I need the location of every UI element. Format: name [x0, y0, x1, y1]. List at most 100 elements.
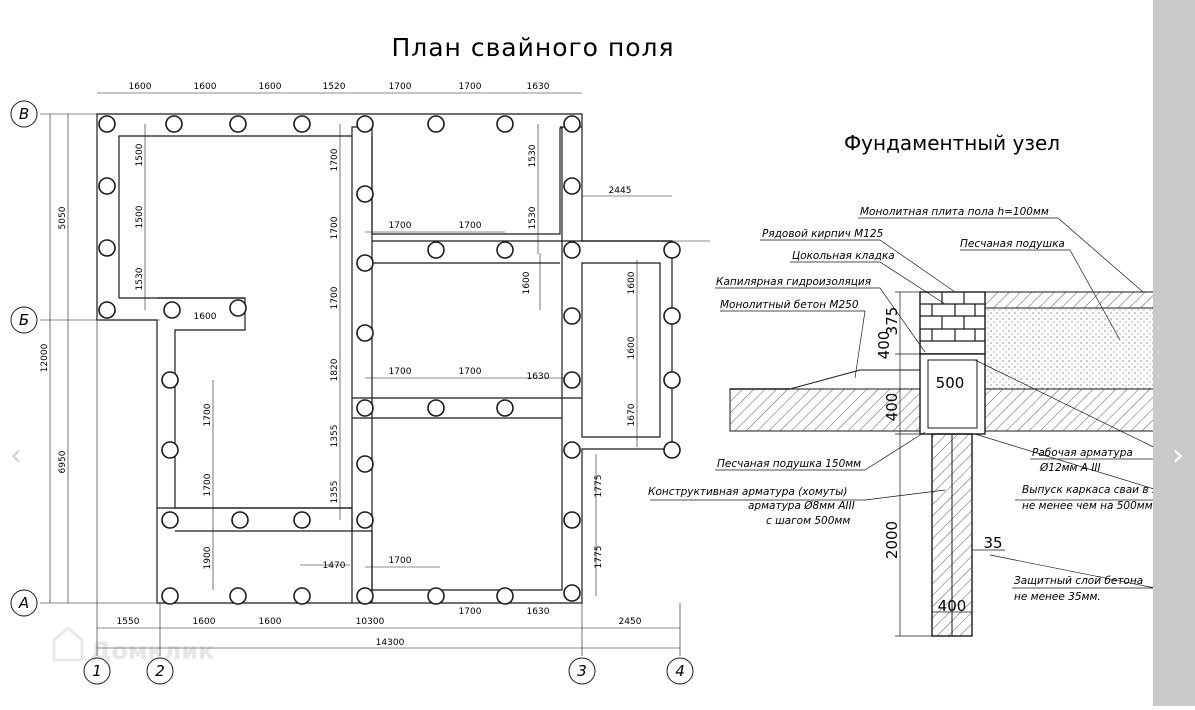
label-concrete: Монолитный бетон М250	[720, 299, 859, 311]
dim-label: 2450	[619, 617, 642, 627]
dim-label: 1700	[389, 556, 412, 566]
pile	[98, 115, 116, 133]
dim-label: 1530	[135, 267, 145, 290]
pile	[427, 241, 445, 259]
label-release-2: не менее чем на 500мм	[1022, 500, 1153, 512]
pile	[229, 115, 247, 133]
dim-label: 1700	[330, 286, 340, 309]
watermark: Домклик	[52, 626, 214, 665]
dim-label: 1700	[459, 82, 482, 92]
prev-arrow-icon[interactable]: ‹	[10, 438, 22, 473]
strip-rebar-cage	[927, 359, 978, 429]
dim-label: 1355	[330, 481, 340, 504]
label-release: Выпуск каркаса сваи в ленту	[1022, 484, 1185, 496]
watermark-text: Домклик	[90, 637, 214, 665]
dim-label: 1470	[323, 561, 346, 571]
dim-label: 1600	[522, 271, 532, 294]
watermark-house-icon	[52, 626, 84, 662]
node-dim: 400	[875, 331, 893, 360]
grillage-outer	[96, 113, 673, 604]
dim-label: 1630	[527, 82, 550, 92]
dim-label: 5050	[58, 206, 68, 229]
axis-label-row: В	[19, 105, 29, 123]
pile	[427, 115, 445, 133]
pile	[663, 307, 681, 325]
pile	[563, 241, 581, 259]
piles	[98, 115, 681, 605]
dim-label: 2445	[609, 186, 632, 196]
dim-label: 10300	[356, 617, 385, 627]
pile	[98, 301, 116, 319]
node-dim: 400	[883, 393, 901, 422]
dim-label: 1520	[323, 82, 346, 92]
pile	[563, 307, 581, 325]
dim-label: 1775	[594, 546, 604, 569]
dim-label: 1700	[389, 82, 412, 92]
node-dim: 35	[983, 534, 1002, 552]
node-title: Фундаментный узел	[844, 131, 1060, 155]
pile	[563, 177, 581, 195]
side-strip	[1153, 0, 1195, 706]
pile	[161, 441, 179, 459]
pile	[356, 115, 374, 133]
label-plinth: Цокольная кладка	[792, 250, 895, 262]
dim-label: 1600	[627, 271, 637, 294]
pile	[229, 299, 247, 317]
pile	[427, 399, 445, 417]
pile	[229, 587, 247, 605]
label-sand-150: Песчаная подушка 150мм	[717, 458, 861, 470]
label-cover: Защитный слой бетона	[1014, 575, 1143, 587]
dim-label: 1600	[259, 82, 282, 92]
pile	[563, 115, 581, 133]
pile	[663, 441, 681, 459]
dim-label: 1630	[527, 372, 550, 382]
annex-inner	[581, 262, 661, 438]
dim-label: 6950	[58, 450, 68, 473]
dim-label: 1600	[259, 617, 282, 627]
pile	[356, 455, 374, 473]
dim-label: 14300	[376, 638, 405, 648]
concrete-strip	[919, 353, 986, 435]
node-dim: 500	[936, 374, 965, 392]
pile	[663, 371, 681, 389]
soil-layer-left	[729, 388, 921, 432]
sand-pillow	[984, 307, 1156, 390]
pile	[563, 441, 581, 459]
axis-label-row: А	[18, 594, 29, 612]
dim-label: 1700	[389, 221, 412, 231]
pile	[293, 587, 311, 605]
dim-label: 1600	[194, 312, 217, 322]
axis-label-col: 1	[92, 662, 102, 680]
pile	[563, 584, 581, 602]
foundation-node	[650, 217, 1191, 637]
pile	[427, 587, 445, 605]
axis-label-col: 3	[577, 662, 587, 680]
pile	[356, 324, 374, 342]
label-rebar-work-2: Ø12мм А III	[1039, 462, 1101, 474]
dim-label: 12000	[40, 343, 50, 372]
dim-label: 1600	[193, 617, 216, 627]
dim-label: 1700	[330, 216, 340, 239]
label-rebar-work: Рабочая арматура	[1032, 447, 1133, 459]
pile	[293, 511, 311, 529]
pile	[98, 239, 116, 257]
brick-plinth	[919, 291, 986, 355]
floor-slab	[984, 291, 1174, 309]
pile	[98, 177, 116, 195]
label-brick: Рядовой кирпич М125	[762, 228, 884, 240]
soil-layer-right	[984, 388, 1174, 432]
grillage-walls	[96, 113, 673, 604]
dim-label: 1530	[528, 144, 538, 167]
pile	[356, 185, 374, 203]
pile	[165, 115, 183, 133]
dim-label: 1700	[459, 221, 482, 231]
dim-label: 1700	[203, 473, 213, 496]
next-arrow-icon[interactable]: ›	[1172, 438, 1184, 473]
node-dim: 400	[938, 597, 967, 615]
node-dim: 2000	[883, 521, 901, 559]
dim-label: 1530	[528, 206, 538, 229]
label-stirrup-3: с шагом 500мм	[766, 515, 850, 527]
dim-label: 1630	[527, 607, 550, 617]
